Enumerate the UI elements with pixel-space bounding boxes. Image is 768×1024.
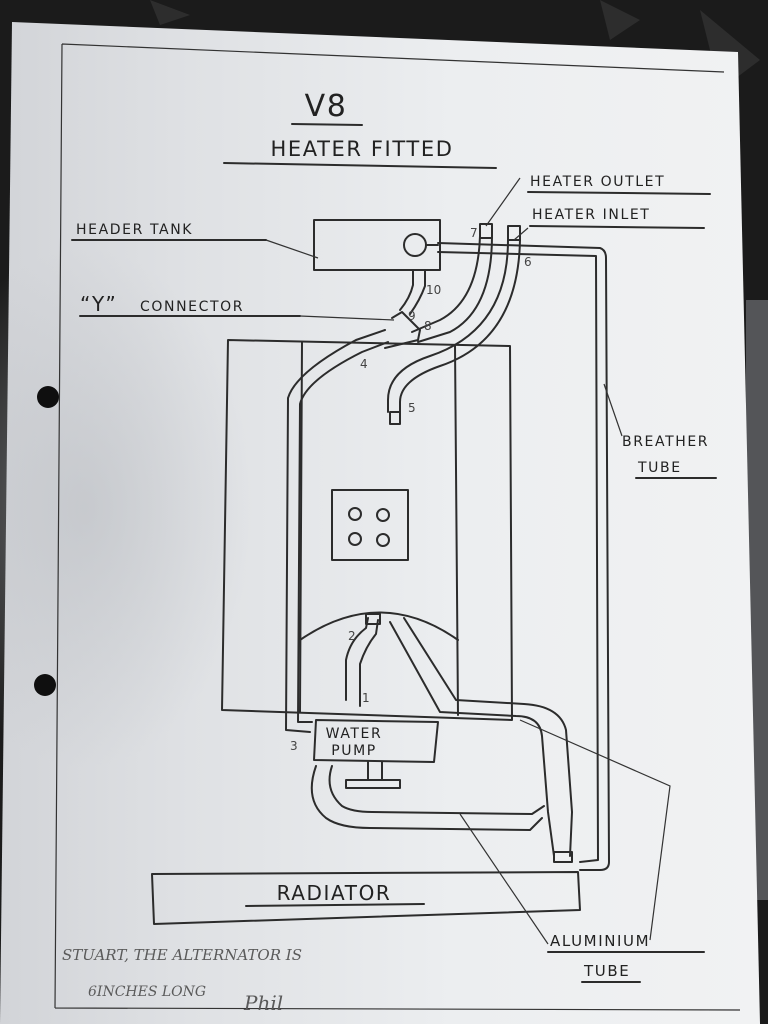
aluminium-leader-bottom <box>459 813 549 945</box>
header-tank-leader <box>265 239 319 259</box>
heater-outlet-hose-a <box>411 235 481 333</box>
diagram-subtitle: HEATER FITTED <box>271 137 454 161</box>
hose-2 <box>345 617 379 707</box>
diagram-title: V8 <box>305 89 348 124</box>
heater-inlet-underline <box>529 225 705 229</box>
hose-number-7: 7 <box>470 226 478 240</box>
top-hose-inner <box>403 617 573 857</box>
radiator <box>151 871 581 925</box>
breather-tube-label-line2: TUBE <box>637 460 682 476</box>
top-hose-outer <box>389 621 555 857</box>
punch-hole-top <box>37 386 59 408</box>
breather-tube-inner <box>437 251 599 863</box>
water-pump-label-line2: PUMP <box>331 743 377 759</box>
hose-number-6: 6 <box>524 255 532 269</box>
hose-number-8: 8 <box>424 319 432 333</box>
breather-tube-label-line1: BREATHER <box>622 434 709 450</box>
punch-hole-bottom <box>34 674 56 696</box>
hose-number-9: 9 <box>408 309 416 323</box>
handwritten-note-line2: 6INCHES LONG <box>88 984 206 1000</box>
radiator-label: RADIATOR <box>277 881 392 905</box>
heater-outlet-underline <box>527 191 711 195</box>
thermostat-housing <box>365 613 381 625</box>
heater-outlet-label: HEATER OUTLET <box>530 174 665 190</box>
hose-5-end <box>389 411 401 425</box>
heater-outlet-hose-b <box>417 235 493 343</box>
heater-inlet-leader <box>513 227 529 241</box>
hose-number-1: 1 <box>362 691 370 705</box>
radiator-label-underline <box>245 903 425 907</box>
radiator-top-stub <box>553 851 573 863</box>
timing-cover-arc <box>299 611 459 641</box>
y-connector <box>384 311 421 349</box>
aluminium-leader-top <box>519 719 671 941</box>
aluminium-tube-label-line2: TUBE <box>583 962 630 980</box>
hose-number-10: 10 <box>426 283 441 297</box>
y-connector-leader <box>299 315 395 321</box>
heater-inlet-hose-b <box>399 239 521 415</box>
heater-outlet-leader <box>485 177 521 227</box>
border-frame <box>54 43 741 1011</box>
distributor-plate <box>331 489 409 561</box>
water-pump <box>313 719 439 763</box>
breather-tube-outer <box>437 242 610 871</box>
engine-inner-line-right <box>454 344 459 716</box>
marble-texture <box>150 0 760 90</box>
pump-pulley <box>345 779 401 789</box>
bypass-hose-b <box>297 341 389 723</box>
y-connector-quote: “Y” <box>80 292 117 316</box>
breather-tube-leader <box>603 383 623 437</box>
bottom-hose-outer <box>310 765 543 831</box>
handwritten-signature: Phil <box>243 991 283 1015</box>
bypass-hose-a <box>285 329 386 733</box>
title-underline <box>291 123 363 126</box>
heater-outlet-stub <box>479 223 493 239</box>
plate-hole-2 <box>376 508 390 522</box>
hose-number-2: 2 <box>348 629 356 643</box>
hose-number-5: 5 <box>408 401 416 415</box>
water-pump-label-line1: WATER <box>326 726 383 742</box>
header-tank <box>313 219 441 271</box>
hose-number-3: 3 <box>290 739 298 753</box>
plate-hole-3 <box>348 532 362 546</box>
engine-block <box>221 339 513 721</box>
plate-hole-1 <box>348 507 362 521</box>
heater-inlet-label: HEATER INLET <box>532 207 650 223</box>
subtitle-underline <box>223 162 497 169</box>
tank-feed-hose <box>399 269 426 315</box>
paper-shadow <box>0 150 420 800</box>
bottom-hose-inner <box>328 765 545 815</box>
aluminium-tube-label-line1: ALUMINIUM <box>550 932 650 950</box>
engine-inner-line-left <box>299 341 303 713</box>
handwritten-note-line1: STUART, THE ALTERNATOR IS <box>62 946 302 964</box>
hose-number-4: 4 <box>360 357 368 371</box>
y-connector-label: CONNECTOR <box>140 299 244 315</box>
plate-hole-4 <box>376 533 390 547</box>
header-tank-label: HEADER TANK <box>76 222 193 238</box>
heater-inlet-hose-a <box>387 239 509 413</box>
